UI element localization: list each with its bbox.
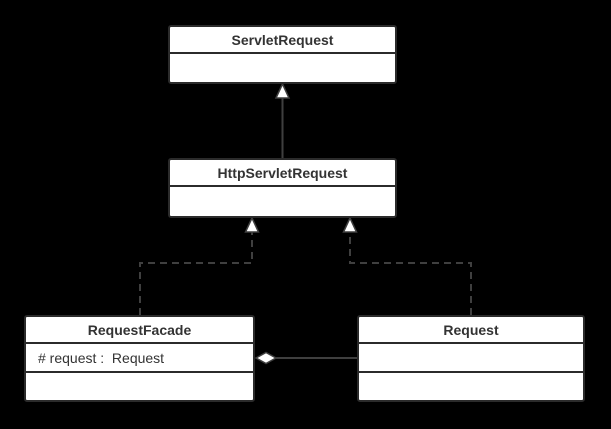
class-requestfacade-title: RequestFacade — [26, 317, 253, 344]
class-request-attributes — [359, 344, 583, 373]
realization-arrow-request-to-httpservletrequest — [342, 216, 472, 315]
generalization-arrow-httpservletrequest-to-servletrequest — [274, 82, 291, 158]
class-servletrequest: ServletRequest — [168, 25, 397, 84]
class-servletrequest-attributes — [170, 54, 395, 82]
class-httpservletrequest: HttpServletRequest — [168, 158, 397, 218]
class-request-methods — [359, 373, 583, 400]
class-httpservletrequest-title: HttpServletRequest — [170, 160, 395, 187]
class-servletrequest-title: ServletRequest — [170, 27, 395, 54]
realization-arrow-requestfacade-to-httpservletrequest — [139, 216, 260, 315]
class-requestfacade-methods — [26, 373, 253, 400]
class-request-title: Request — [359, 317, 583, 344]
class-requestfacade-attribute-request: # request : Request — [26, 344, 253, 373]
class-requestfacade: RequestFacade # request : Request — [24, 315, 255, 402]
aggregation-connector-requestfacade-request — [254, 351, 357, 365]
class-httpservletrequest-attributes — [170, 187, 395, 216]
class-request: Request — [357, 315, 585, 402]
